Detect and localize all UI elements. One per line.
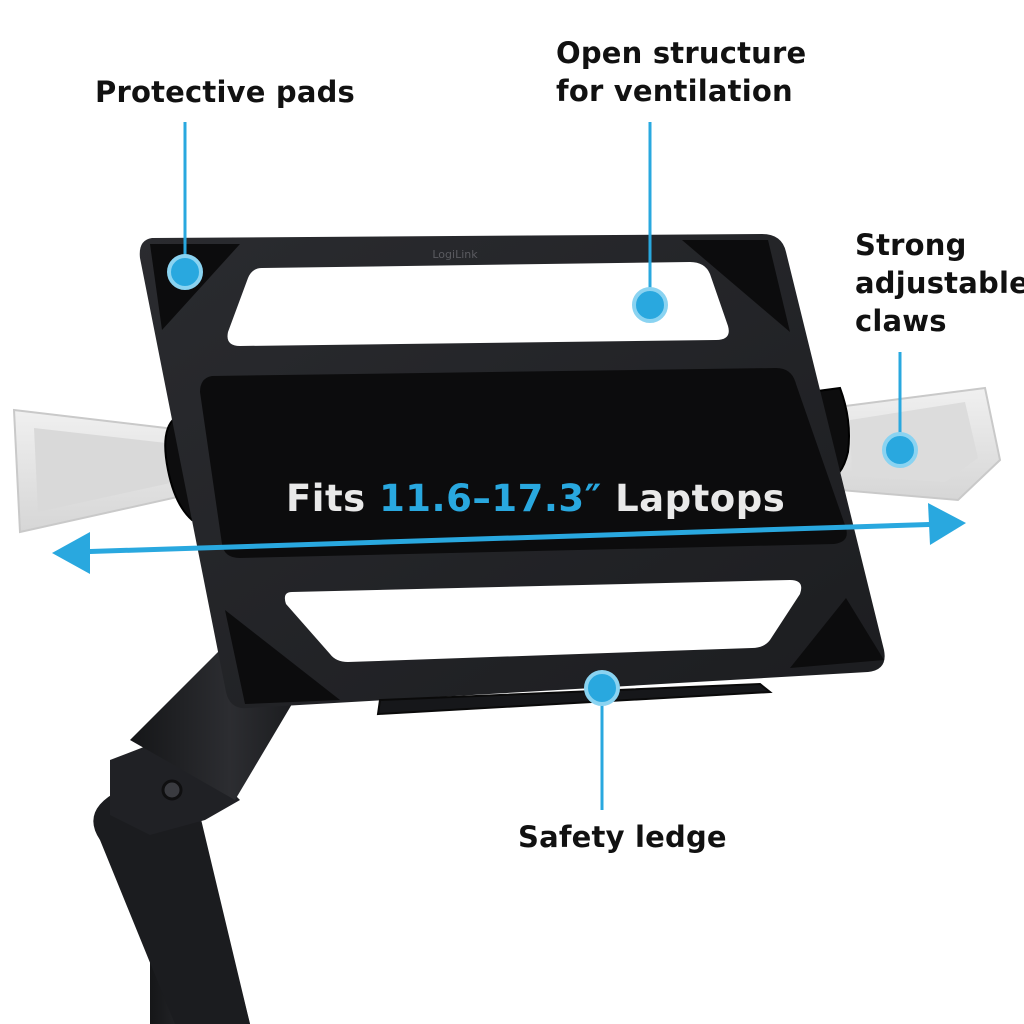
laptop-tray: LogiLink	[139, 234, 885, 716]
callout-text: Protective pads	[95, 75, 356, 109]
corner-pad-bottom-right	[790, 598, 884, 668]
size-headline: Fits 11.6–17.3″ Laptops	[286, 474, 785, 524]
callout-text: Safety ledge	[518, 820, 727, 854]
callout-open-structure: Open structure for ventilation	[556, 34, 806, 110]
callout-safety-ledge: Safety ledge	[518, 818, 727, 856]
corner-pad-bottom-left	[225, 610, 340, 704]
callout-text-line-1: Open structure	[556, 36, 807, 70]
headline-suffix: Laptops	[601, 477, 786, 520]
callout-protective-pads: Protective pads	[95, 73, 355, 111]
corner-pad-top-right	[682, 240, 790, 332]
safety-ledge	[376, 682, 773, 716]
callout-dot-icon	[632, 287, 668, 323]
callout-text-line-3: claws	[855, 304, 947, 338]
callout-dot-icon	[882, 432, 918, 468]
bottom-ventilation-opening	[284, 580, 802, 662]
callout-text-line-2: for ventilation	[556, 74, 793, 108]
callout-strong-claws: Strong adjustable claws	[855, 226, 1024, 340]
headline-prefix: Fits	[286, 477, 380, 520]
double-arrow-icon	[52, 503, 966, 574]
headline-size-range: 11.6–17.3″	[379, 477, 602, 520]
callout-dot-icon	[584, 670, 620, 706]
center-rubber-pad	[200, 368, 847, 558]
top-ventilation-opening	[227, 262, 729, 346]
callout-text-line-2: adjustable	[855, 266, 1024, 300]
arm-hinge-screw	[161, 779, 183, 801]
callout-text-line-1: Strong	[855, 228, 967, 262]
callout-dot-icon	[167, 254, 203, 290]
brand-logo: LogiLink	[432, 248, 478, 261]
